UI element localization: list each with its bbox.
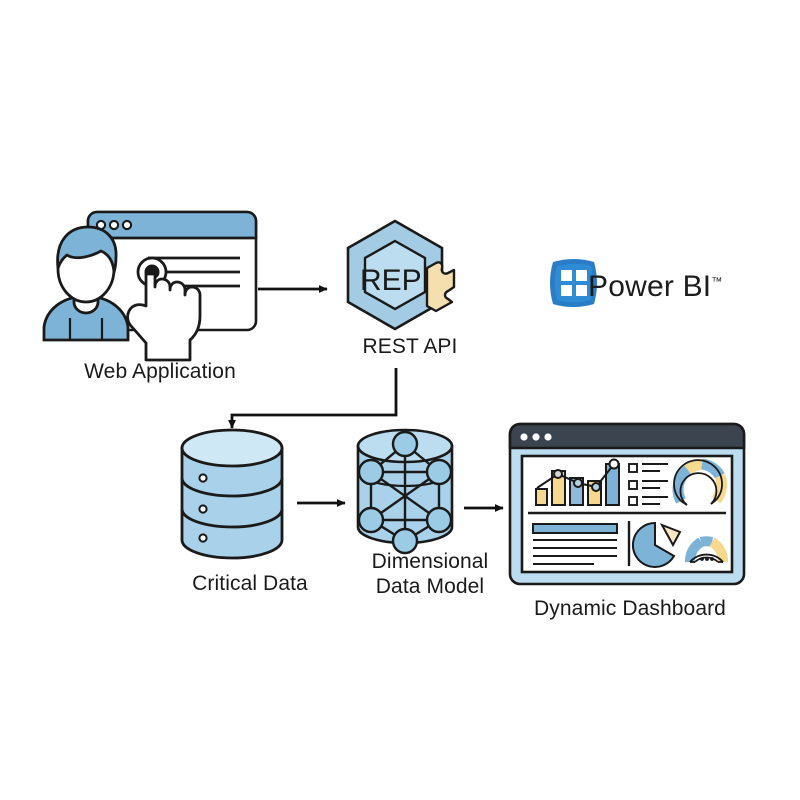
rest-api-badge-text: REPI: [360, 264, 430, 297]
star-schema-cylinder-icon: [356, 428, 454, 555]
kpi-bar-widget: [532, 523, 618, 534]
node-label-dynamic-dashboard: Dynamic Dashboard: [534, 597, 726, 620]
power-bi-name: Power BI: [588, 270, 712, 303]
pointing-hand-icon: [126, 256, 202, 362]
puzzle-piece-icon: [425, 261, 456, 313]
pie-chart-widget: [631, 521, 682, 568]
connector-api-to-data: [228, 368, 398, 429]
database-cylinder-icon: [180, 428, 284, 560]
node-label-critical-data: Critical Data: [192, 572, 308, 595]
text-lines-widget: [533, 539, 617, 565]
power-bi-logo-icon: [550, 259, 597, 307]
web-application-icon: [42, 210, 258, 362]
node-label-dimensional-data-model: Dimensional Data Model: [371, 550, 489, 598]
trademark-symbol: ™: [711, 276, 723, 288]
half-gauge-widget: [685, 536, 728, 563]
checklist-widget: [628, 463, 668, 506]
dashboard-window-icon: [508, 422, 746, 586]
user-avatar-icon: [42, 225, 130, 342]
arc-gauge-widget: [672, 458, 728, 506]
rest-api-hexagon-icon: REPI: [346, 219, 456, 331]
browser-window-icon: [86, 210, 258, 332]
power-bi-wordmark: Power BI™: [588, 270, 723, 304]
node-label-web-application: Web Application: [84, 360, 236, 383]
combo-bar-line-chart: [535, 458, 620, 506]
node-label-rest-api: REST API: [362, 335, 458, 358]
